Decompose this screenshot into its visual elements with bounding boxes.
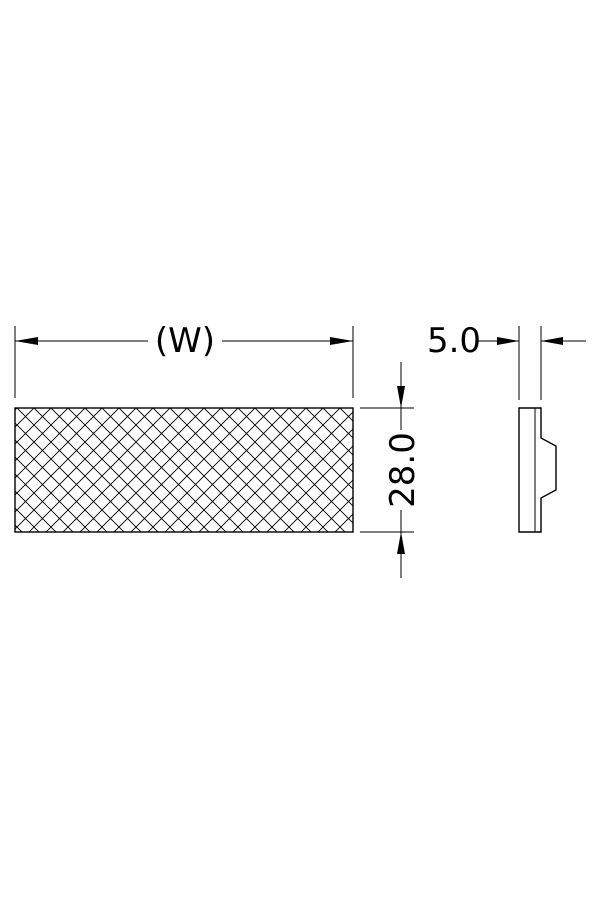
- front-view-outline: [14, 407, 354, 533]
- side-view: [518, 407, 557, 533]
- front-view: [14, 407, 354, 533]
- height-arrow-top: [397, 386, 405, 408]
- width-arrow-right: [330, 337, 353, 345]
- height-dimension: 28.0: [360, 362, 423, 578]
- thickness-label: 5.0: [427, 321, 481, 361]
- thickness-dimension: 5.0: [427, 321, 586, 400]
- thickness-arrow-left: [497, 337, 519, 345]
- width-dimension: (W): [14, 321, 354, 398]
- height-arrow-bottom: [397, 532, 405, 554]
- width-label: (W): [155, 321, 215, 361]
- side-view-outline: [518, 407, 557, 533]
- front-view-hatch: [15, 408, 353, 532]
- thickness-arrow-right: [541, 337, 563, 345]
- width-arrow-left: [15, 337, 38, 345]
- height-label: 28.0: [383, 432, 423, 508]
